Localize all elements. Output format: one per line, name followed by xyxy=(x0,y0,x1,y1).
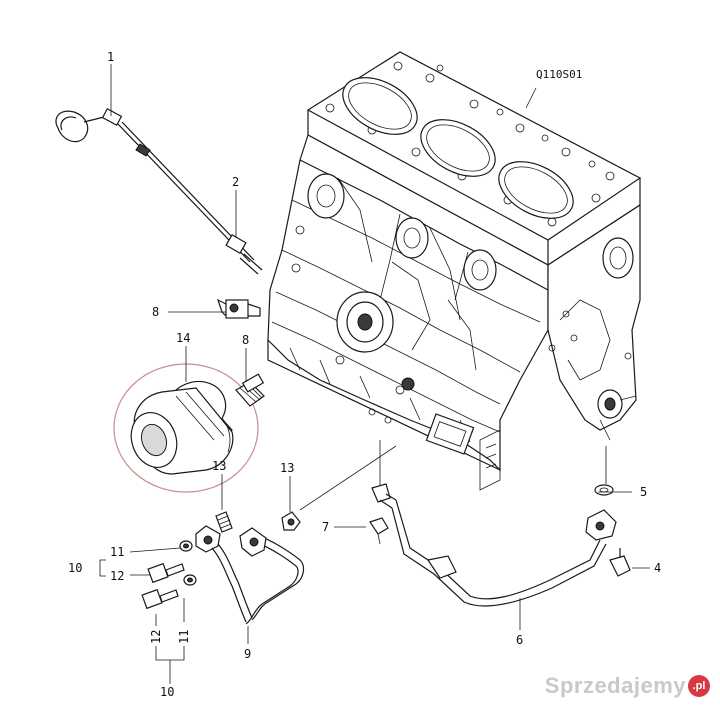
callout-11-top: 11 xyxy=(110,545,124,559)
cylinder-block xyxy=(267,51,642,491)
plug-13-right xyxy=(281,511,301,531)
callout-6: 6 xyxy=(516,633,523,647)
callout-9: 9 xyxy=(244,647,251,661)
diagram-code: Q110S01 xyxy=(536,68,582,81)
callout-5: 5 xyxy=(640,485,647,499)
callout-4: 4 xyxy=(654,561,661,575)
callout-14: 14 xyxy=(176,331,190,345)
watermark-badge: .pl xyxy=(688,675,710,697)
oil-pressure-switch xyxy=(216,298,261,319)
plug-13-left xyxy=(215,511,233,533)
callout-7: 7 xyxy=(322,520,329,534)
banjo-bolt-12-lower xyxy=(141,588,179,610)
washer-11-lower xyxy=(183,574,197,586)
oil-pipe-6 xyxy=(371,483,617,607)
filter-nipple xyxy=(235,373,265,407)
callout-filter-nipple: 8 xyxy=(242,333,249,347)
callout-11-lower: 11 xyxy=(177,630,191,644)
callout-12-top: 12 xyxy=(110,569,124,583)
callout-12-lower: 12 xyxy=(149,630,163,644)
banjo-bolt-12-top xyxy=(147,562,185,584)
callout-1: 1 xyxy=(107,50,114,64)
oil-pipe-9 xyxy=(195,525,305,625)
washer-11-top xyxy=(179,540,193,552)
watermark-text: Sprzedajemy xyxy=(544,673,686,698)
banjo-bolt-4 xyxy=(609,548,631,577)
callout-oil-switch: 8 xyxy=(152,305,159,319)
callout-10-bottom: 10 xyxy=(160,685,174,699)
dipstick xyxy=(55,108,255,263)
watermark: Sprzedajemy.pl xyxy=(530,666,710,706)
callout-10-left: 10 xyxy=(68,561,82,575)
dipstick-guide xyxy=(225,233,263,275)
callout-13-left: 13 xyxy=(212,459,226,473)
oil-filter xyxy=(113,363,259,493)
washer-5 xyxy=(594,484,614,496)
leader-lines xyxy=(99,64,650,684)
callout-2: 2 xyxy=(232,175,239,189)
bolt-7 xyxy=(369,517,389,545)
callout-13-right: 13 xyxy=(280,461,294,475)
